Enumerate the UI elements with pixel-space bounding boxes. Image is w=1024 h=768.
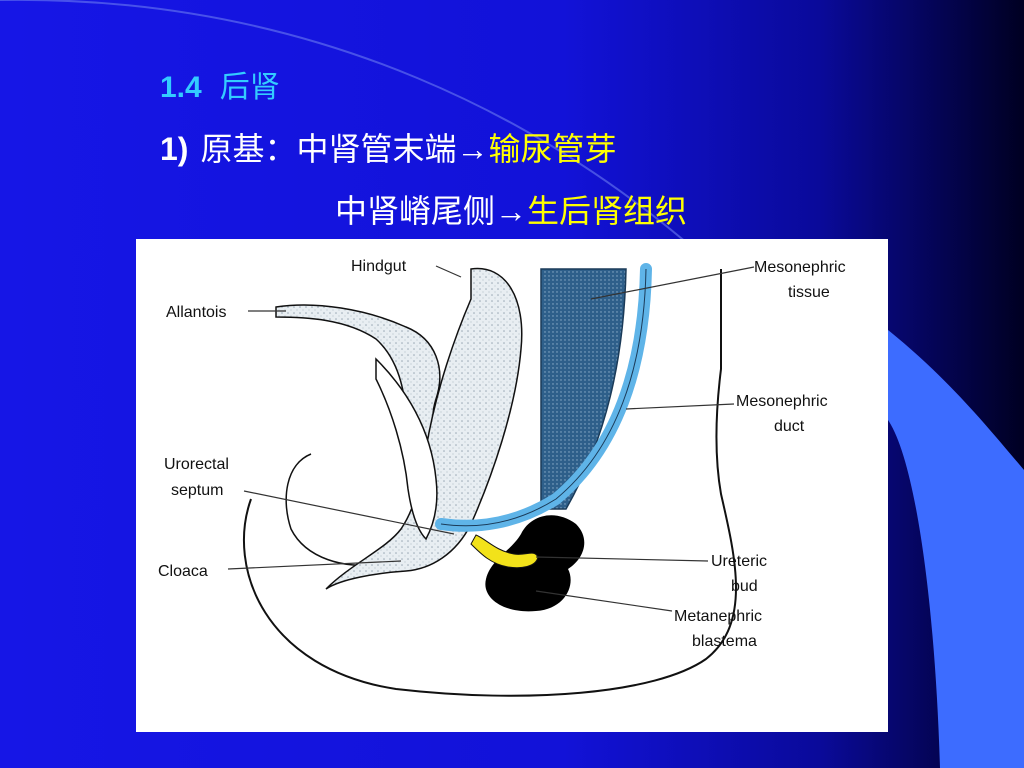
origin-line-1-prefix: 原基：中肾管末端→: [200, 131, 489, 167]
label-urorectal-line1: Urorectal: [164, 456, 229, 473]
title-number: 1.4: [160, 71, 202, 104]
label-hindgut: Hindgut: [351, 258, 407, 275]
urorectal-septum-shape: [375, 357, 438, 541]
inner-outline: [285, 453, 377, 566]
label-allantois: Allantois: [166, 304, 226, 321]
item-number: 1): [160, 131, 189, 167]
mesonephric-tissue-shape: [540, 268, 627, 510]
label-mesonephric-duct-line1: Mesonephric: [736, 393, 828, 410]
title-text: 后肾: [219, 71, 280, 104]
origin-line-1: 1) 原基：中肾管末端→输尿管芽: [160, 124, 616, 170]
embryo-diagram: Hindgut Allantois Urorectal septum Cloac…: [136, 239, 888, 732]
label-ureteric-line2: bud: [731, 578, 758, 595]
label-urorectal-line2: septum: [171, 482, 223, 499]
label-mesonephric-tissue-line2: tissue: [788, 284, 830, 301]
leader-lines: [227, 265, 755, 612]
label-metanephric-line2: blastema: [692, 633, 757, 650]
ureteric-bud-term: 输尿管芽: [488, 131, 617, 167]
label-metanephric-line1: Metanephric: [674, 608, 762, 625]
label-ureteric-line1: Ureteric: [711, 553, 767, 570]
metanephric-blastema-shape: [485, 515, 585, 612]
origin-line-2-prefix: 中肾嵴尾侧→: [335, 193, 528, 229]
label-cloaca: Cloaca: [158, 563, 208, 580]
mesonephric-duct-edge: [440, 268, 647, 527]
slide-title: 1.4 后肾: [160, 62, 280, 106]
body-outline: [243, 269, 737, 697]
origin-line-2: 中肾嵴尾侧→生后肾组织: [335, 186, 687, 232]
label-mesonephric-duct-line2: duct: [774, 418, 805, 435]
label-mesonephric-tissue-line1: Mesonephric: [754, 259, 846, 276]
metanephric-tissue-term: 生后肾组织: [527, 193, 688, 229]
